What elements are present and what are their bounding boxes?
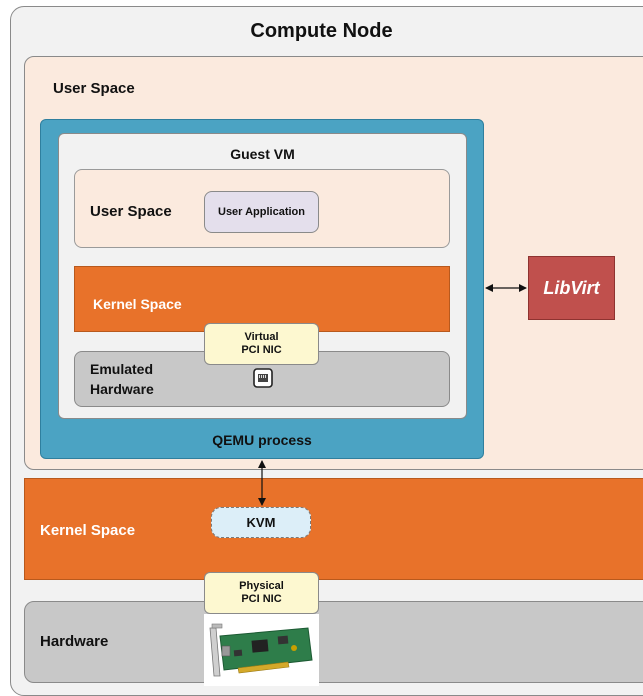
guest-user-space-label: User Space [90, 203, 172, 220]
emulated-hardware-label-line2: Hardware [90, 381, 154, 397]
physical-pci-nic-box: Physical PCI NIC [204, 572, 319, 614]
guest-kernel-space-label: Kernel Space [93, 296, 182, 312]
host-kernel-space-label: Kernel Space [40, 522, 136, 539]
guest-vm-label: Guest VM [230, 146, 295, 162]
host-kernel-space-box [24, 478, 643, 580]
emulated-hardware-label-line1: Emulated [90, 361, 154, 377]
pci-nic-card-icon [204, 614, 319, 686]
virtual-pci-nic-box: Virtual PCI NIC [204, 323, 319, 365]
compute-node-title: Compute Node [250, 20, 393, 42]
user-application-box: User Application [204, 191, 319, 233]
ethernet-port-icon [253, 368, 273, 388]
libvirt-box: LibVirt [528, 256, 615, 320]
virtual-nic-line1: Virtual [244, 331, 279, 343]
hardware-label: Hardware [40, 633, 109, 650]
kvm-box: KVM [211, 507, 311, 538]
qemu-process-label: QEMU process [212, 432, 312, 448]
physical-nic-line1: Physical [239, 580, 284, 592]
hardware-box [24, 601, 643, 683]
virtual-nic-line2: PCI NIC [241, 344, 282, 356]
physical-nic-line2: PCI NIC [241, 593, 282, 605]
host-user-space-label: User Space [53, 80, 135, 97]
